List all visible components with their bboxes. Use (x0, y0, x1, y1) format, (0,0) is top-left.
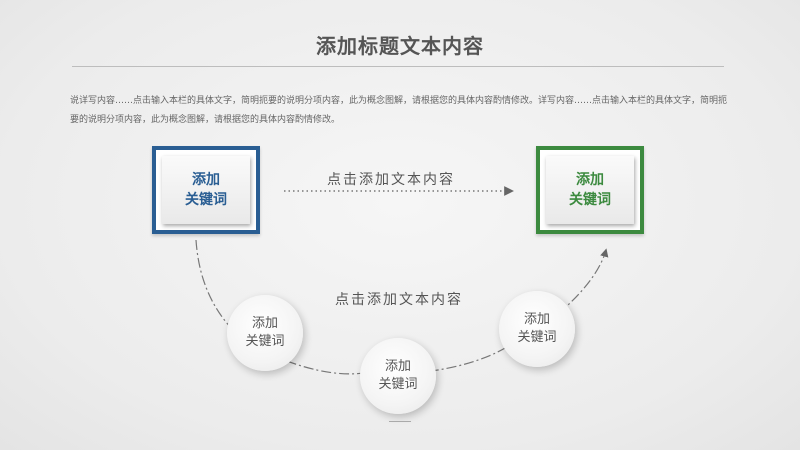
keyword-circle-center[interactable]: 添加 关键词 (360, 338, 436, 414)
keyword-circle-left[interactable]: 添加 关键词 (227, 295, 303, 371)
page-title: 添加标题文本内容 (316, 34, 484, 58)
bottom-link-label[interactable]: 点击添加文本内容 (335, 292, 463, 308)
keyword-box-left-line1: 添加 (192, 172, 220, 188)
keyword-box-right-line1: 添加 (576, 172, 604, 188)
title-divider (72, 66, 724, 67)
page-bottom-mark (389, 421, 411, 422)
keyword-box-right[interactable]: 添加 关键词 (536, 146, 644, 234)
keyword-circle-center-line1: 添加 (384, 359, 411, 374)
keyword-circle-center-line2: 关键词 (378, 377, 418, 392)
keyword-box-right-face: 添加 关键词 (546, 156, 634, 224)
keyword-box-left-face: 添加 关键词 (162, 156, 250, 224)
keyword-box-left[interactable]: 添加 关键词 (152, 146, 260, 234)
keyword-circle-right-line2: 关键词 (517, 330, 557, 345)
keyword-box-right-line2: 关键词 (569, 192, 611, 208)
description-text: 说详写内容……点击输入本栏的具体文字，简明扼要的说明分项内容，此为概念图解，请根… (70, 96, 728, 125)
keyword-circle-left-line1: 添加 (251, 316, 278, 331)
top-link-label[interactable]: 点击添加文本内容 (327, 172, 455, 188)
keyword-box-left-line2: 关键词 (185, 192, 227, 208)
keyword-circle-right[interactable]: 添加 关键词 (499, 291, 575, 367)
keyword-circle-left-line2: 关键词 (245, 334, 285, 349)
keyword-circle-right-line1: 添加 (523, 312, 550, 327)
